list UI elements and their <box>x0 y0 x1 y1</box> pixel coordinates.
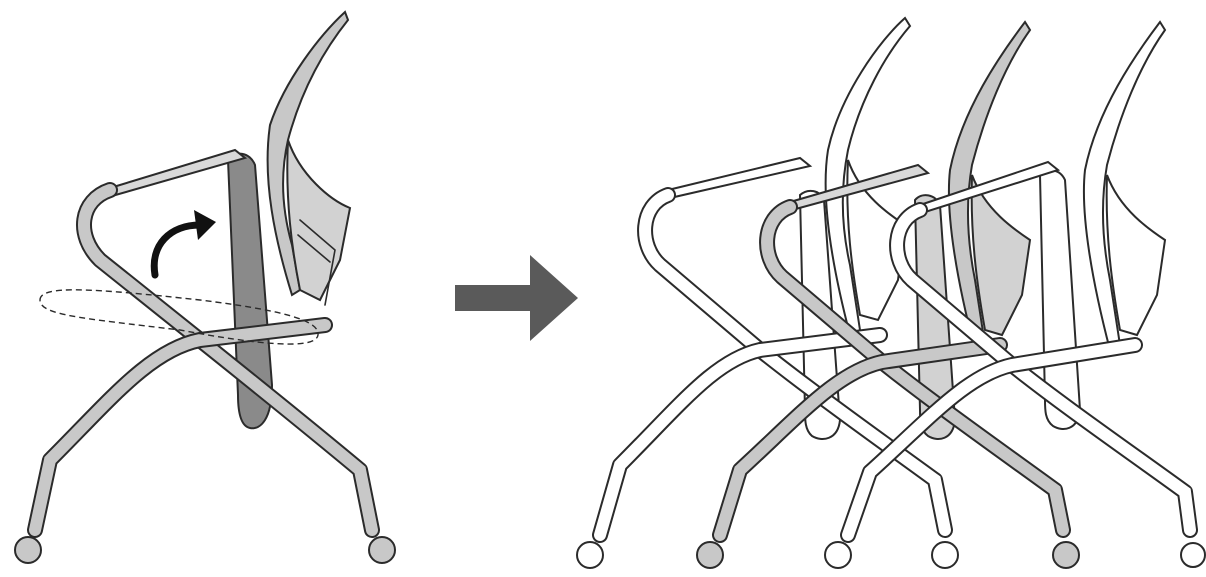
curved-arrow-icon <box>150 210 216 279</box>
caster-wheel <box>368 536 396 564</box>
chair-back <box>266 10 352 306</box>
right-arrow-icon <box>455 255 578 341</box>
seat-ghost-outline <box>39 289 319 345</box>
caster-wheel <box>1052 541 1080 569</box>
caster-wheel <box>576 541 604 569</box>
chair-frame <box>27 182 380 538</box>
arm-rest <box>108 148 248 198</box>
nested-chairs <box>576 16 1206 569</box>
caster-wheel <box>824 541 852 569</box>
caster-wheel <box>696 541 724 569</box>
caster-wheel <box>14 536 42 564</box>
nested-chair-1 <box>576 16 959 569</box>
nested-chair-2 <box>696 20 1080 569</box>
caster-wheel <box>1180 542 1206 568</box>
nested-chair-3 <box>824 20 1206 569</box>
caster-wheel <box>931 541 959 569</box>
single-chair <box>14 10 396 564</box>
folded-seat <box>226 152 274 430</box>
